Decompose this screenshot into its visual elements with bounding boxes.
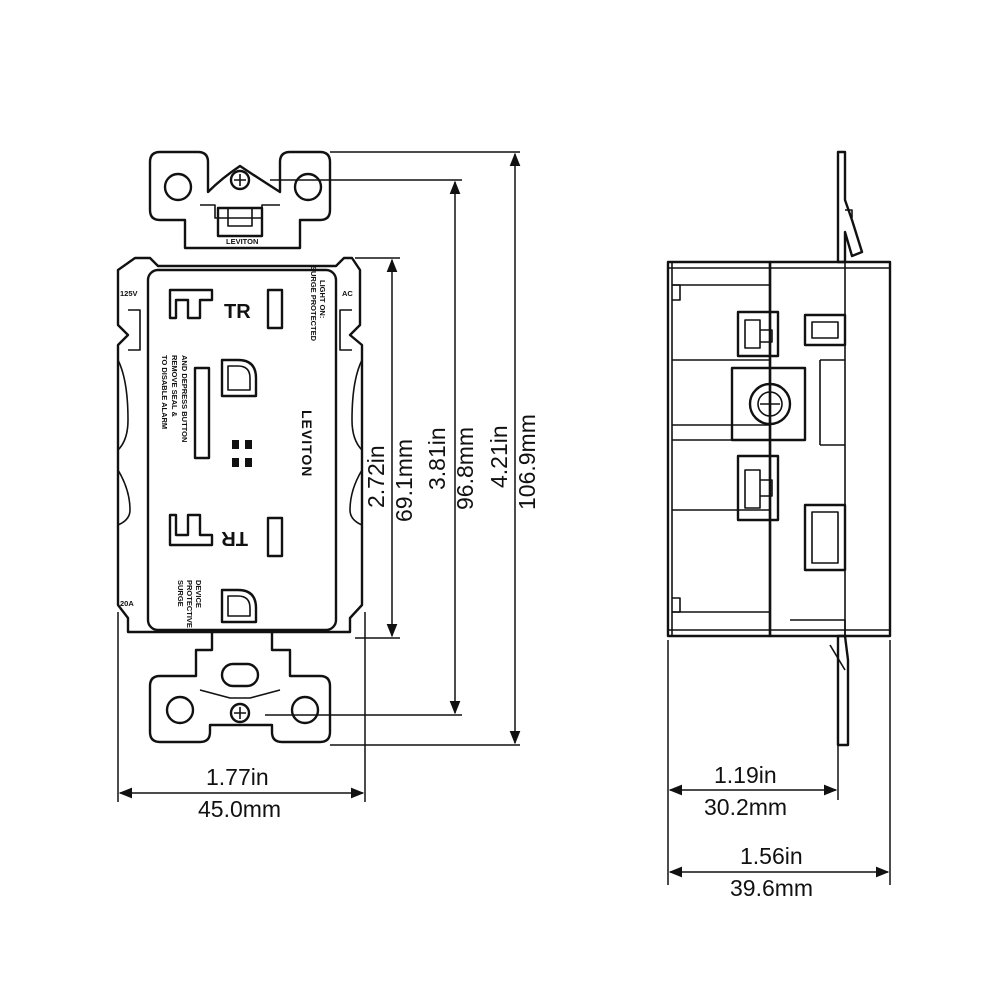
strap-brand-text: LEVITON bbox=[226, 237, 258, 246]
lower-hot-slot bbox=[266, 516, 284, 558]
svg-text:PROTECTIVE: PROTECTIVE bbox=[185, 580, 194, 628]
ground-screw-icon bbox=[229, 169, 251, 191]
side-strap-bottom bbox=[836, 634, 850, 747]
rating-label: 20A bbox=[120, 599, 134, 608]
surge-device-label: SURGE PROTECTIVE DEVICE bbox=[176, 580, 203, 628]
front-view: LEVITON 125V AC 20A TR bbox=[116, 150, 364, 744]
svg-text:LIGHT ON:: LIGHT ON: bbox=[318, 280, 327, 318]
upper-hot-slot bbox=[266, 288, 284, 330]
bottom-screw-icon bbox=[229, 702, 251, 724]
side-clip-upper bbox=[803, 313, 847, 347]
svg-text:SURGE PROTECTED: SURGE PROTECTED bbox=[309, 266, 318, 342]
dim-mounting-mm: 96.8mm bbox=[452, 427, 478, 510]
bottom-hole-right bbox=[290, 695, 320, 725]
dim-body-depth-in: 1.19in bbox=[714, 762, 777, 788]
side-terminal-upper bbox=[736, 310, 780, 358]
lower-ground-hole bbox=[220, 588, 258, 624]
upper-tr-mark: TR bbox=[224, 301, 251, 323]
upper-ground-hole bbox=[220, 358, 258, 398]
lower-outlet: TR bbox=[168, 513, 284, 624]
side-body-front bbox=[768, 260, 892, 638]
alarm-instruction-label: TO DISABLE ALARM REMOVE SEAL & AND DEPRE… bbox=[160, 355, 189, 442]
dim-width-mm: 45.0mm bbox=[198, 796, 281, 822]
dim-faceplate-mm: 69.1mm bbox=[391, 439, 417, 522]
ac-label: AC bbox=[342, 289, 353, 298]
svg-text:TO DISABLE ALARM: TO DISABLE ALARM bbox=[160, 355, 169, 429]
bottom-slot-hole bbox=[220, 662, 260, 688]
upper-neutral-t-slot bbox=[168, 288, 214, 320]
side-terminal-screw-icon bbox=[748, 382, 792, 426]
upper-outlet: TR bbox=[168, 288, 284, 398]
side-body-back bbox=[666, 260, 772, 638]
svg-text:REMOVE SEAL &: REMOVE SEAL & bbox=[170, 355, 179, 418]
side-clip-lower bbox=[803, 503, 847, 572]
dim-width-in: 1.77in bbox=[206, 764, 269, 790]
dim-body-depth-mm: 30.2mm bbox=[704, 794, 787, 820]
voltage-label: 125V bbox=[120, 289, 138, 298]
center-indicator-dots bbox=[232, 440, 252, 467]
side-terminal-screw-block bbox=[730, 366, 807, 442]
side-terminal-lower bbox=[736, 454, 780, 522]
front-dimensions: 2.72in 69.1mm 3.81in 96.8mm 4.21in 106.9… bbox=[117, 151, 540, 822]
svg-text:AND DEPRESS BUTTON: AND DEPRESS BUTTON bbox=[180, 355, 189, 442]
receptacle-body bbox=[116, 256, 364, 634]
dim-mounting-in: 3.81in bbox=[424, 427, 450, 490]
bottom-hole-left bbox=[165, 695, 195, 725]
svg-text:DEVICE: DEVICE bbox=[194, 580, 203, 608]
side-view bbox=[666, 150, 892, 747]
dim-overall-in: 4.21in bbox=[486, 425, 512, 488]
dim-overall-depth-in: 1.56in bbox=[740, 843, 803, 869]
dim-overall-depth-mm: 39.6mm bbox=[730, 875, 813, 901]
strap-hole-left bbox=[163, 172, 193, 202]
lower-tr-mark: TR bbox=[221, 527, 248, 549]
side-dimensions: 1.19in 30.2mm 1.56in 39.6mm bbox=[667, 640, 891, 901]
svg-text:SURGE: SURGE bbox=[176, 580, 185, 607]
dim-faceplate-in: 2.72in bbox=[363, 445, 389, 508]
dim-overall-mm: 106.9mm bbox=[514, 414, 540, 510]
strap-hole-right bbox=[293, 172, 323, 202]
lower-neutral-t-slot bbox=[168, 513, 214, 547]
top-mounting-strap: LEVITON bbox=[148, 150, 332, 250]
side-strap-top bbox=[836, 150, 864, 264]
light-on-label: LIGHT ON: SURGE PROTECTED bbox=[309, 266, 327, 342]
brand-logo-text: LEVITON bbox=[299, 410, 315, 477]
bottom-mounting-strap bbox=[148, 630, 332, 744]
alarm-indicator-window bbox=[193, 366, 211, 460]
receptacle-face bbox=[146, 268, 338, 632]
